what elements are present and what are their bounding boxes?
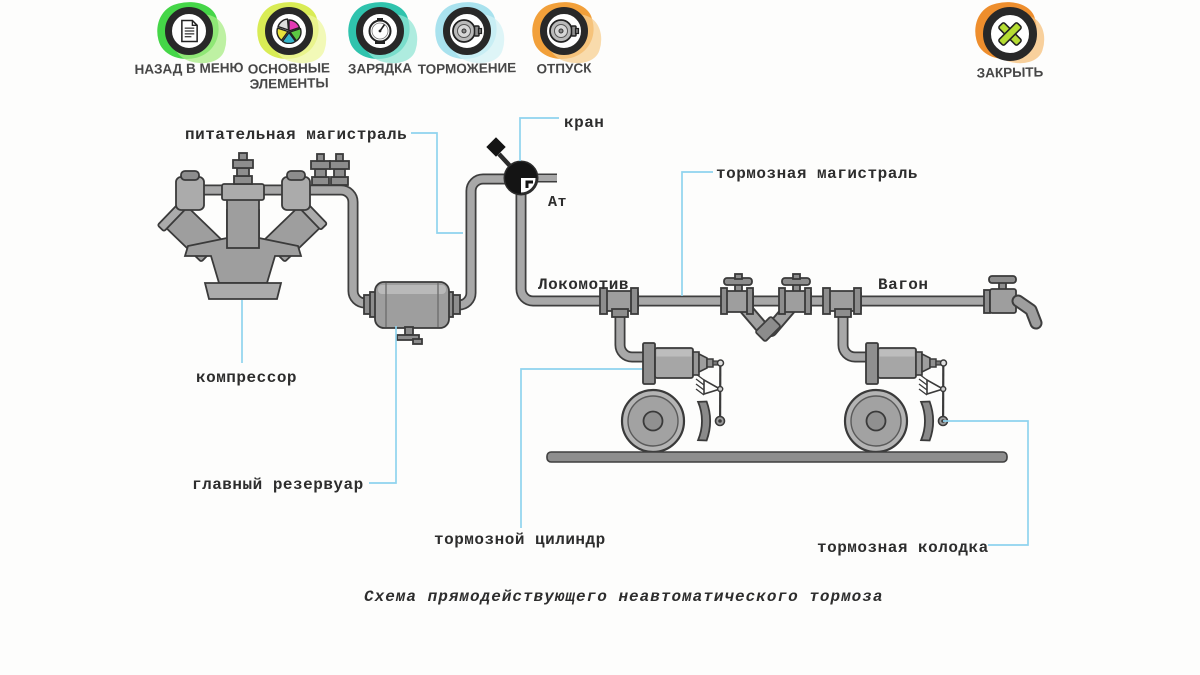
reservoir-drain-valve: [396, 326, 423, 345]
label-wagon: Вагон: [878, 276, 929, 294]
compressor-head-left: [175, 176, 205, 211]
label-atmosphere: Ат: [548, 194, 567, 211]
label-main-reservoir: главный резервуар: [192, 476, 364, 494]
feed-line-standpipes: [310, 153, 350, 186]
toolbar-button-main-elements[interactable]: ОСНОВНЫЕ ЭЛЕМЕНТЫ: [248, 0, 334, 92]
toolbar-button-braking[interactable]: ТОРМОЖЕНИЕ: [418, 0, 516, 77]
shutoff-valve-right: [778, 273, 812, 315]
label-brake-line: тормозная магистраль: [716, 165, 918, 183]
compressor: [157, 152, 350, 300]
diagram-caption: Схема прямодействующего неавтоматическог…: [364, 588, 883, 606]
pressure-gauge-icon: [356, 7, 404, 55]
pie-chart-icon: [265, 7, 313, 55]
compressor-valve-stack: [232, 152, 254, 185]
label-valve: кран: [564, 114, 604, 132]
reservoir-to-valve-pipe: [452, 173, 505, 311]
rail: [546, 451, 1008, 463]
tee-fitting-locomotive: [599, 287, 639, 318]
toolbar-button-close[interactable]: ЗАКРЫТЬ: [969, 0, 1052, 81]
document-icon: [165, 7, 213, 55]
toolbar-button-charging[interactable]: ЗАРЯДКА: [342, 0, 425, 77]
drivers-brake-valve: [486, 137, 539, 196]
end-valve: [983, 275, 1043, 330]
label-feed-line: питательная магистраль: [185, 126, 407, 144]
shutoff-valve-left: [720, 273, 754, 315]
compressor-head-right: [281, 176, 311, 211]
close-icon: [983, 7, 1037, 61]
feed-line-pipe: [196, 184, 374, 309]
label-brake-shoe: тормозная колодка: [817, 539, 989, 557]
brake-cylinder-icon: [443, 7, 491, 55]
label-locomotive: Локомотив: [538, 276, 629, 294]
label-compressor: компрессор: [196, 369, 297, 387]
leader-lines: [241, 117, 1029, 546]
main-reservoir: [363, 281, 461, 345]
tee-fitting-wagon: [822, 287, 862, 318]
toolbar-button-back-to-menu[interactable]: НАЗАД В МЕНЮ: [134, 0, 244, 77]
brake-cylinder-icon: [540, 7, 588, 55]
label-brake-cylinder: тормозной цилиндр: [434, 531, 606, 549]
toolbar-button-release[interactable]: ОТПУСК: [526, 0, 609, 76]
